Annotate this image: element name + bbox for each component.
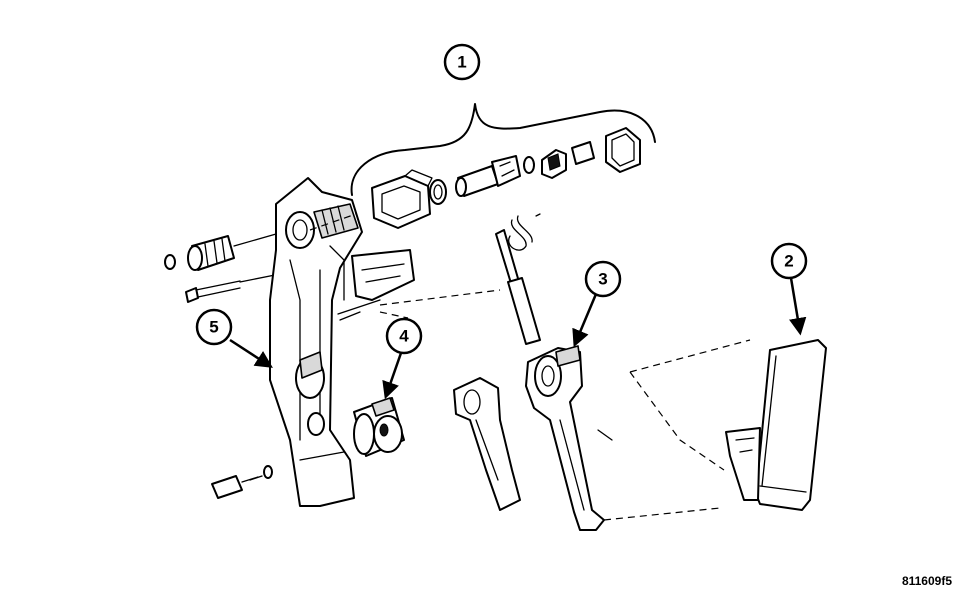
sensor-board xyxy=(571,141,595,165)
svg-text:5: 5 xyxy=(209,318,218,337)
callout-5: 5 xyxy=(195,308,273,368)
pedal-arm-right-half xyxy=(525,345,613,531)
pedal-bushing xyxy=(353,397,405,457)
sensor-shaft xyxy=(455,155,521,197)
clevis-pin xyxy=(211,465,273,499)
svg-text:1: 1 xyxy=(457,53,466,72)
callout-1: 1 xyxy=(443,43,481,81)
figure-code: 811609f5 xyxy=(901,574,952,588)
pedal-arm-left-half xyxy=(453,377,521,511)
assembly-guide-lines xyxy=(309,213,751,521)
o-ring xyxy=(429,179,447,205)
pedal-pad xyxy=(725,339,827,511)
bushing-assembly xyxy=(164,229,291,271)
callout-2: 2 xyxy=(770,242,808,336)
return-spring xyxy=(495,213,541,345)
pedal-support-bracket xyxy=(269,177,363,507)
callout-4: 4 xyxy=(382,317,423,400)
svg-text:4: 4 xyxy=(399,327,409,346)
svg-text:3: 3 xyxy=(598,270,607,289)
sensor-rotor xyxy=(541,149,567,179)
small-washer xyxy=(523,156,535,174)
sensor-housing-plate xyxy=(371,169,433,229)
pivot-bolt xyxy=(185,271,291,303)
bracket-sensor-assembly xyxy=(350,103,656,196)
switch-bracket xyxy=(337,249,415,321)
svg-text:2: 2 xyxy=(784,252,793,271)
sensor-cover xyxy=(605,127,641,173)
callout-3: 3 xyxy=(572,260,622,348)
